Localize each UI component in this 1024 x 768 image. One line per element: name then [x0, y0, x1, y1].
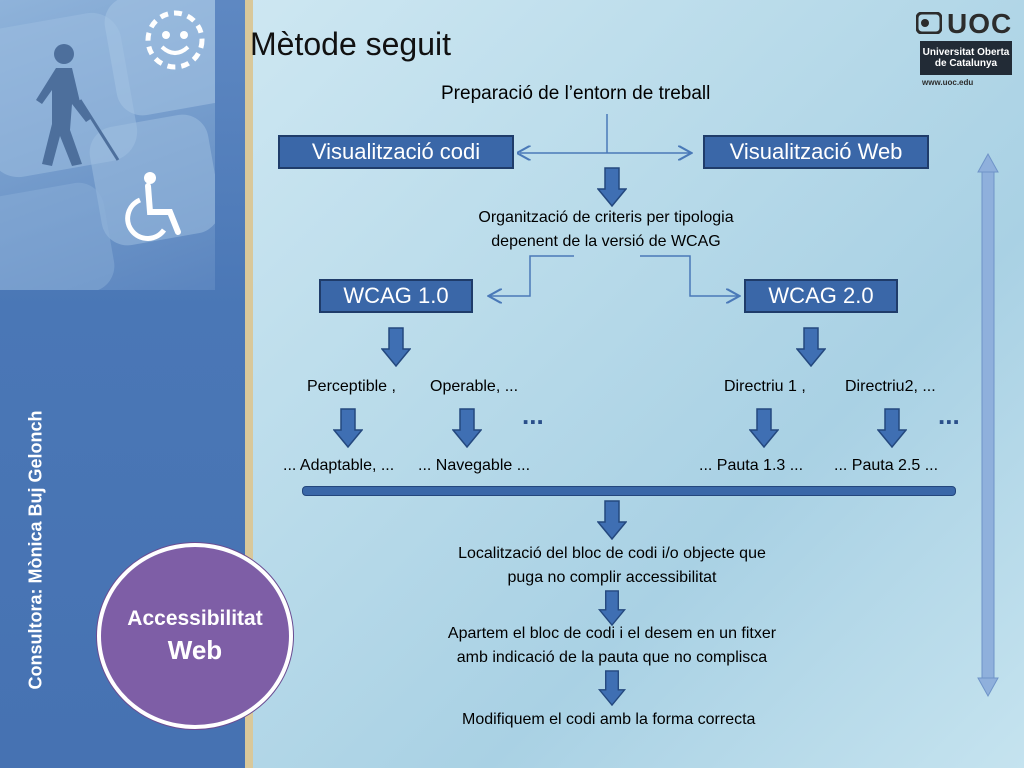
uoc-brand-text: UOC	[947, 8, 1013, 39]
wcag2-guideline-2: Directriu2, ...	[845, 378, 936, 395]
uoc-url: www.uoc.edu	[922, 78, 974, 87]
organize-line-2: depenent de la versió de WCAG	[491, 233, 721, 250]
wcag1-leaf-adaptable: ... Adaptable, ...	[283, 457, 395, 474]
uoc-name-line-1: Universitat Oberta	[922, 47, 1010, 58]
box-web-view: Visualització Web	[703, 135, 929, 169]
box-code-view: Visualització codi	[278, 135, 514, 169]
merge-bar	[302, 486, 956, 496]
wcag2-leaf-pauta-2-5: ... Pauta 2.5 ...	[834, 457, 939, 474]
box-wcag-1: WCAG 1.0	[319, 279, 473, 313]
down-arrow-icon	[597, 167, 627, 207]
uoc-logo-mark-icon	[916, 12, 942, 34]
locate-line-2: puga no complir accessibilitat	[507, 569, 717, 586]
locate-line-1: Localització del bloc de codi i/o object…	[458, 545, 766, 562]
down-arrow-icon	[877, 408, 907, 448]
down-arrow-icon	[333, 408, 363, 448]
wcag1-more-ellipsis: ...	[522, 400, 544, 430]
uoc-logo: UOC Universitat Oberta de Catalunya www.…	[916, 8, 1016, 87]
step-fix-code: Modifiquem el codi amb la forma correcta	[462, 711, 756, 728]
down-arrow-icon	[597, 500, 627, 540]
down-arrow-icon	[381, 327, 411, 367]
wcag1-principle-operable: Operable, ...	[430, 378, 519, 395]
accessibility-web-badge: Accessibilitat Web	[97, 543, 293, 729]
connector-to-wcag1	[490, 255, 574, 296]
organize-line-1: Organització de criteris per tipologia	[478, 209, 734, 226]
wcag1-principle-perceptible: Perceptible ,	[307, 378, 396, 395]
accessibility-icons-panel	[0, 0, 236, 308]
box-wcag-2: WCAG 2.0	[744, 279, 898, 313]
step-organize-criteria: Organització de criteris per tipologia d…	[446, 206, 766, 254]
sidebar-accent-stripe	[245, 0, 253, 768]
iteration-arrow-up-head	[977, 152, 999, 173]
blind-person-with-cane-icon	[36, 44, 120, 166]
slide-title: Mètode seguit	[250, 26, 452, 62]
wcag1-leaf-navegable: ... Navegable ...	[418, 457, 531, 474]
smiling-face-icon	[145, 10, 205, 70]
down-arrow-icon	[796, 327, 826, 367]
connector-to-wcag2	[640, 255, 738, 296]
save-line-1: Apartem el bloc de codi i el desem en un…	[447, 625, 777, 642]
down-arrow-icon	[597, 670, 627, 706]
iteration-arrow-down-head	[977, 677, 999, 698]
badge-line-2: Web	[167, 634, 223, 665]
iteration-arrow-shaft	[981, 171, 995, 679]
down-arrow-icon	[452, 408, 482, 448]
down-arrow-icon	[597, 590, 627, 626]
down-arrow-icon	[749, 408, 779, 448]
step-locate-code-block: Localització del bloc de codi i/o object…	[426, 542, 798, 590]
wcag2-more-ellipsis: ...	[938, 400, 960, 430]
sidebar: Consultora: Mònica Buj Gelonch	[0, 0, 250, 768]
wcag2-leaf-pauta-1-3: ... Pauta 1.3 ...	[699, 457, 804, 474]
uoc-name-line-2: de Catalunya	[934, 58, 998, 69]
step-save-code-block: Apartem el bloc de codi i el desem en un…	[426, 622, 798, 670]
wheelchair-icon	[125, 172, 181, 241]
save-line-2: amb indicació de la pauta que no complis…	[456, 649, 768, 666]
badge-line-1: Accessibilitat	[127, 606, 263, 630]
wcag2-guideline-1: Directriu 1 ,	[724, 378, 806, 395]
step-prepare-environment: Preparació de l’entorn de treball	[441, 83, 711, 104]
uoc-name-box: Universitat Oberta de Catalunya	[920, 41, 1012, 75]
